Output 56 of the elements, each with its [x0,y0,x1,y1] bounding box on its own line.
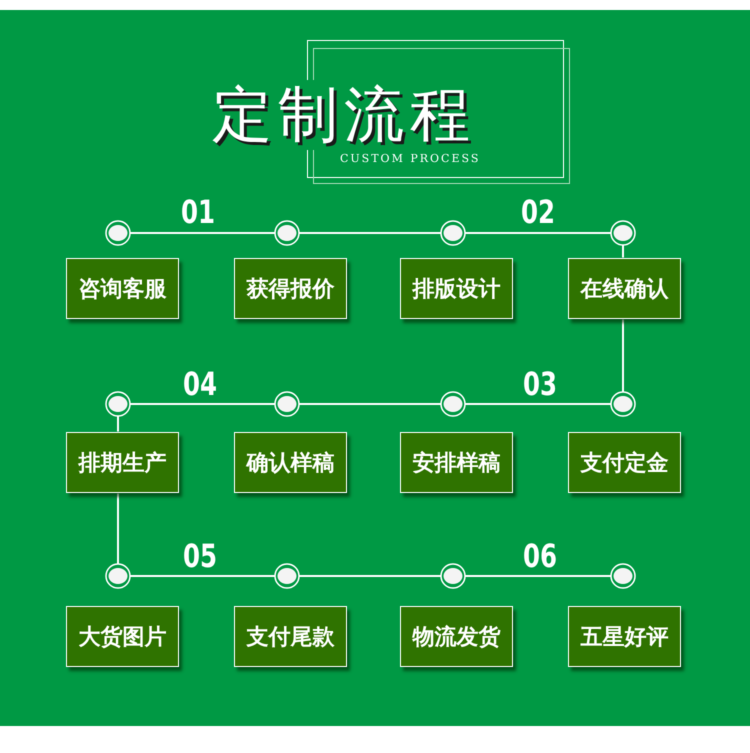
connector-line [130,403,274,405]
step-box [234,432,347,493]
step-box [66,606,179,667]
step-label: 排版设计 [412,276,500,304]
connector-line [466,232,610,234]
connector-line [622,246,624,258]
timeline-dot [273,562,301,590]
step-label: 获得报价 [246,276,334,304]
timeline-dot [609,219,637,247]
connector-line [300,575,440,577]
step-box [568,258,681,319]
step-label: 咨询客服 [78,276,166,304]
step-number: 02 [520,193,556,231]
step-box [400,258,513,319]
connector-line [466,575,610,577]
subtitle: CUSTOM PROCESS [340,152,480,165]
connector-line [466,403,610,405]
timeline-dot [273,390,301,418]
step-number: 06 [522,537,558,575]
step-number: 04 [182,365,218,403]
timeline-dot [104,219,132,247]
timeline-dot [439,219,467,247]
step-box [66,432,179,493]
step-box [234,258,347,319]
step-box [234,606,347,667]
step-label: 支付定金 [580,450,668,478]
connector-line [622,320,624,392]
timeline-dot [609,390,637,418]
step-number: 03 [522,365,558,403]
timeline-dot [273,219,301,247]
step-label: 物流发货 [412,624,500,652]
timeline-dot [104,562,132,590]
connector-line [130,232,274,234]
step-box [66,258,179,319]
connector-line [300,232,440,234]
step-label: 在线确认 [580,276,668,304]
connector-line [130,575,274,577]
step-label: 大货图片 [78,624,166,652]
step-label: 确认样稿 [246,450,334,478]
timeline-dot [104,390,132,418]
timeline-dot [439,562,467,590]
step-box [400,606,513,667]
step-box [400,432,513,493]
step-label: 支付尾款 [246,624,334,652]
connector-line [300,403,440,405]
timeline-dot [439,390,467,418]
connector-line [117,494,119,564]
connector-line [117,416,119,432]
timeline-dot [609,562,637,590]
step-box [568,432,681,493]
step-label: 排期生产 [78,450,166,478]
step-label: 五星好评 [580,624,668,652]
step-label: 安排样稿 [412,450,500,478]
step-number: 05 [182,537,218,575]
step-number: 01 [180,193,216,231]
step-box [568,606,681,667]
